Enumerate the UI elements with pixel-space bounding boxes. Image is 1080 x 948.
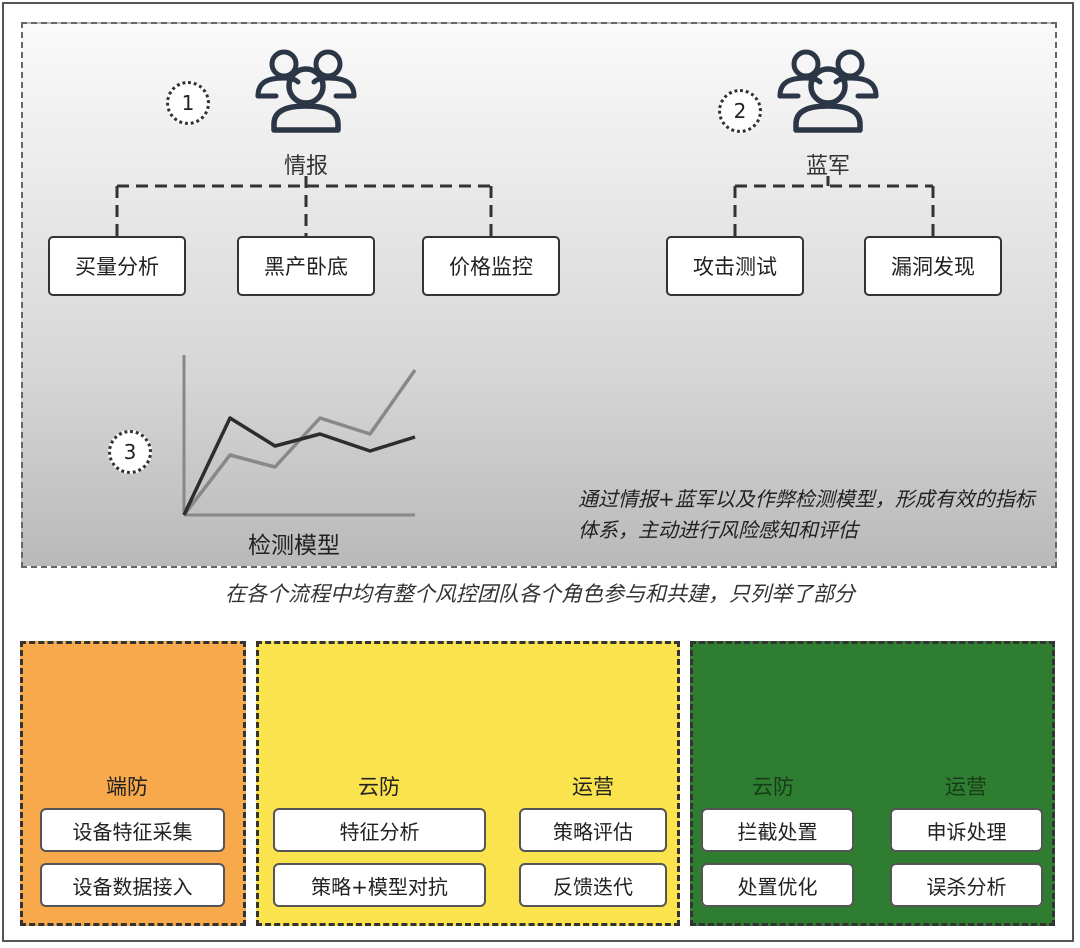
blue-team-task-box: 攻击测试 — [666, 236, 804, 296]
intel-connectors — [115, 176, 493, 237]
cloud-yellow-task: 策略+模型对抗 — [273, 863, 486, 907]
endpoint-task: 设备特征采集 — [40, 808, 225, 852]
endpoint-task: 设备数据接入 — [40, 863, 225, 907]
ops-yellow-task: 反馈迭代 — [519, 863, 667, 907]
summary-text: 通过情报+蓝军以及作弊检测模型，形成有效的指标体系，主动进行风险感知和评估 — [578, 487, 1035, 542]
ops-green-task: 误杀分析 — [890, 863, 1043, 907]
ops-yellow-label: 运营 — [572, 775, 614, 799]
intel-label: 情报 — [283, 154, 329, 179]
chart-line-dark — [182, 416, 416, 516]
intel-step-number: 1 — [166, 81, 210, 125]
ops-yellow-task: 策略评估 — [519, 808, 667, 852]
intel-group-icon — [258, 52, 354, 130]
cloud-yellow-task: 特征分析 — [273, 808, 486, 852]
model-step-number: 3 — [108, 430, 152, 474]
chart-line-light — [182, 368, 417, 517]
ops-green-label: 运营 — [945, 775, 987, 799]
intel-task-box: 价格监控 — [422, 236, 560, 296]
cloud-green-task: 拦截处置 — [701, 808, 854, 852]
intel-task-box: 买量分析 — [48, 236, 186, 296]
blue-team-task-box: 漏洞发现 — [864, 236, 1002, 296]
caption: 在各个流程中均有整个风控团队各个角色参与和共建，只列举了部分 — [225, 582, 855, 606]
endpoint-label: 端防 — [106, 775, 148, 799]
cloud-yellow-label: 云防 — [358, 775, 400, 799]
model-label: 检测模型 — [248, 533, 340, 559]
ops-green-task: 申诉处理 — [890, 808, 1043, 852]
model-chart — [182, 355, 417, 517]
intel-task-box: 黑产卧底 — [237, 236, 375, 296]
blue-team-step-number: 2 — [718, 89, 762, 133]
blue-team-connectors — [733, 176, 935, 237]
blue-team-label: 蓝军 — [805, 154, 851, 179]
cloud-green-label: 云防 — [752, 775, 794, 799]
cloud-green-task: 处置优化 — [701, 863, 854, 907]
blue-team-group-icon — [780, 52, 876, 130]
